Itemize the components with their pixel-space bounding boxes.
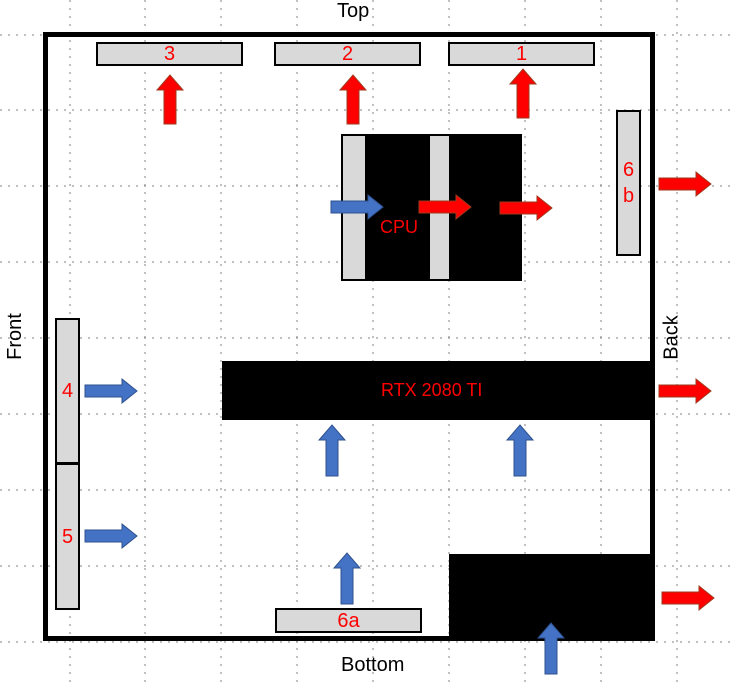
intake-arrow-gpu-right xyxy=(505,424,535,477)
fan-2: 2 xyxy=(274,42,421,66)
intake-arrow-cpu xyxy=(330,193,384,221)
intake-arrow-fan4 xyxy=(84,377,138,405)
exhaust-arrow-fan2 xyxy=(338,74,368,125)
exhaust-arrow-gpu xyxy=(658,377,712,405)
exhaust-arrow-fan3 xyxy=(155,74,185,125)
case-outline xyxy=(43,32,655,641)
exhaust-arrow-cpu-rear xyxy=(499,194,553,222)
fan-5: 5 xyxy=(55,463,80,610)
gpu-label: RTX 2080 TI xyxy=(381,380,483,400)
intake-arrow-psu xyxy=(536,622,566,675)
fan-3: 3 xyxy=(96,42,243,66)
fan-6a: 6a xyxy=(275,608,422,633)
fan-6b-label: 6 b xyxy=(622,159,635,207)
intake-arrow-fan6a xyxy=(332,552,362,605)
exhaust-arrow-fan1 xyxy=(508,68,538,119)
top-label: Top xyxy=(337,0,370,22)
fan-4: 4 xyxy=(55,318,80,464)
fan-1: 1 xyxy=(448,42,595,66)
intake-arrow-fan5 xyxy=(84,522,138,550)
fan-6b: 6 b xyxy=(616,110,641,256)
exhaust-arrow-psu xyxy=(661,584,715,612)
cpu-label: CPU xyxy=(380,217,419,237)
gpu-block xyxy=(222,361,655,420)
exhaust-arrow-fan6b xyxy=(658,170,712,198)
bottom-label: Bottom xyxy=(341,654,405,676)
exhaust-arrow-cpu-mid xyxy=(418,193,472,221)
intake-arrow-gpu-left xyxy=(317,424,347,477)
